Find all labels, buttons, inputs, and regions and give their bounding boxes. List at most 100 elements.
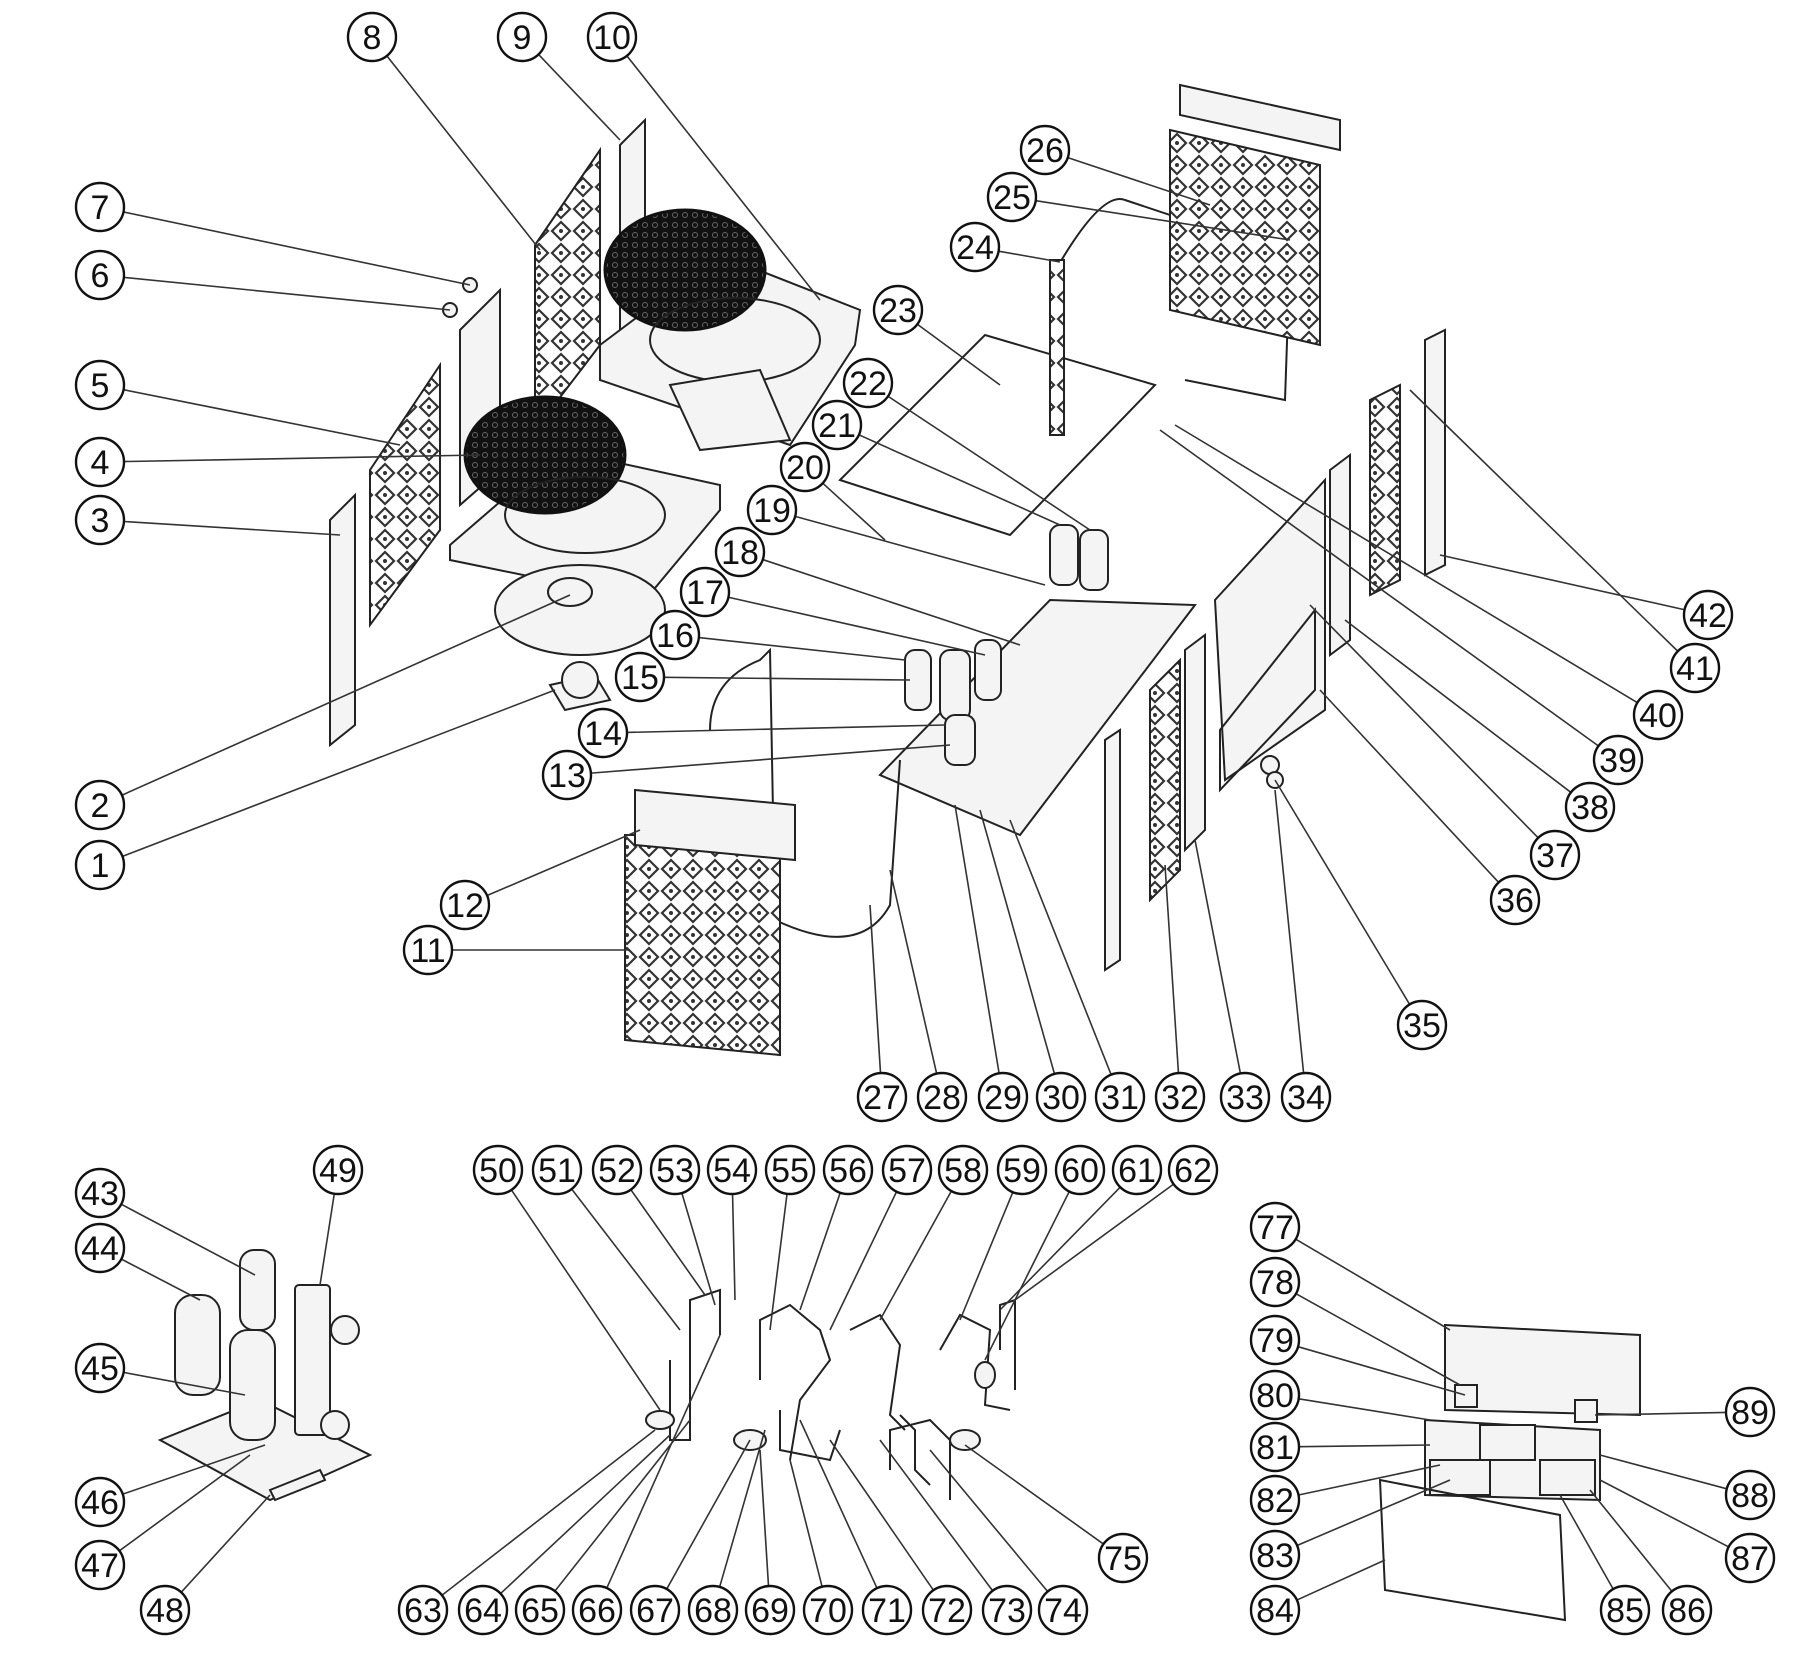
front-grille-11 <box>624 834 781 1057</box>
callout-number: 79 <box>1256 1322 1294 1360</box>
fan-motor-hub <box>547 577 593 607</box>
callout-circle <box>74 249 126 301</box>
callout-number: 57 <box>888 1152 926 1190</box>
side-bracket-3 <box>329 492 356 748</box>
base-tray-30 <box>878 598 1197 837</box>
leader-line-7 <box>123 211 471 286</box>
callout-38: 38 <box>1564 781 1616 833</box>
callout-number: 22 <box>849 365 887 403</box>
front-top-strip-12 <box>634 788 796 862</box>
rear-grille-top <box>1169 128 1321 347</box>
callout-number: 70 <box>809 1592 847 1630</box>
callout-83: 83 <box>1249 1529 1301 1581</box>
callout-number: 5 <box>91 367 110 405</box>
callout-22: 22 <box>842 357 894 409</box>
callout-65: 65 <box>514 1584 566 1636</box>
callout-number: 87 <box>1731 1540 1769 1578</box>
callout-circle <box>1094 1071 1146 1123</box>
callout-43: 43 <box>74 1167 126 1219</box>
callout-number: 34 <box>1287 1079 1325 1117</box>
leader-line-72 <box>829 1439 935 1591</box>
callout-number: 64 <box>464 1592 502 1630</box>
callout-51: 51 <box>531 1144 583 1196</box>
leader-line-84 <box>1296 1559 1386 1601</box>
callout-31: 31 <box>1094 1071 1146 1123</box>
callout-circle <box>74 359 126 411</box>
callout-number: 29 <box>984 1079 1022 1117</box>
callout-circle <box>861 1584 913 1636</box>
callout-circle <box>1599 1584 1651 1636</box>
leader-line-32 <box>1164 864 1180 1074</box>
side-grille-40 <box>1369 383 1401 597</box>
callout-circle <box>496 11 548 63</box>
left-fan-module <box>329 117 862 748</box>
callout-circle <box>1249 1529 1301 1581</box>
callout-number: 11 <box>410 932 445 970</box>
callout-24: 24 <box>949 221 1001 273</box>
callout-number: 27 <box>863 1079 901 1117</box>
callout-29: 29 <box>977 1071 1029 1123</box>
callout-circle <box>74 1476 126 1528</box>
callout-circle <box>1632 689 1684 741</box>
callout-53: 53 <box>649 1144 701 1196</box>
piping-module-bottom-center <box>645 1288 1016 1500</box>
callout-39: 39 <box>1592 734 1644 786</box>
callout-circle <box>312 1144 364 1196</box>
fan-guard-lower <box>463 395 627 515</box>
callout-number: 60 <box>1061 1152 1099 1190</box>
callout-number: 73 <box>988 1592 1026 1630</box>
callout-number: 77 <box>1256 1209 1294 1247</box>
callout-number: 68 <box>694 1592 732 1630</box>
leader-line-59 <box>959 1191 1014 1321</box>
callout-circle <box>74 494 126 546</box>
callout-number: 78 <box>1256 1264 1294 1302</box>
callout-68: 68 <box>687 1584 739 1636</box>
leader-line-71 <box>799 1419 878 1589</box>
compressor-17 <box>974 639 1002 701</box>
callout-number: 62 <box>1174 1152 1212 1190</box>
callout-number: 54 <box>713 1152 751 1190</box>
callout-58: 58 <box>937 1144 989 1196</box>
leader-line-53 <box>681 1192 716 1306</box>
callout-72: 72 <box>921 1584 973 1636</box>
callout-3: 3 <box>74 494 126 546</box>
callout-circle <box>977 1071 1029 1123</box>
exchanger-49 <box>294 1284 331 1436</box>
callout-number: 30 <box>1042 1079 1080 1117</box>
callout-number: 69 <box>751 1592 789 1630</box>
callout-number: 80 <box>1256 1377 1294 1415</box>
callout-number: 40 <box>1639 697 1677 735</box>
leader-line-73 <box>879 1439 994 1592</box>
leader-line-85 <box>1559 1494 1614 1590</box>
callout-number: 32 <box>1161 1079 1199 1117</box>
callout-circle <box>986 171 1038 223</box>
callout-88: 88 <box>1724 1469 1776 1521</box>
side-panel-37 <box>1219 607 1316 793</box>
tank-45 <box>229 1329 276 1441</box>
callout-66: 66 <box>571 1584 623 1636</box>
leader-line-39 <box>1159 429 1599 747</box>
pipe-run-d <box>899 1414 931 1486</box>
callout-14: 14 <box>577 707 629 759</box>
callout-59: 59 <box>996 1144 1048 1196</box>
contactor-79 <box>1454 1384 1478 1408</box>
callout-number: 86 <box>1668 1592 1706 1630</box>
leader-line-75 <box>964 1444 1104 1545</box>
callout-33: 33 <box>1219 1071 1271 1123</box>
callout-number: 67 <box>636 1592 674 1630</box>
leader-line-14 <box>626 724 946 734</box>
callout-number: 33 <box>1226 1079 1264 1117</box>
callout-circle <box>472 1144 524 1196</box>
callout-80: 80 <box>1249 1369 1301 1421</box>
leader-line-28 <box>889 869 938 1074</box>
callout-30: 30 <box>1035 1071 1087 1123</box>
leader-line-88 <box>1599 1454 1728 1490</box>
callout-12: 12 <box>439 879 491 931</box>
callout-57: 57 <box>881 1144 933 1196</box>
callout-number: 59 <box>1003 1152 1041 1190</box>
callout-circle <box>679 566 731 618</box>
callout-circle <box>1529 829 1581 881</box>
callout-number: 15 <box>621 659 659 697</box>
callout-circle <box>1724 1386 1776 1438</box>
pipe-run-e <box>939 1313 1011 1411</box>
